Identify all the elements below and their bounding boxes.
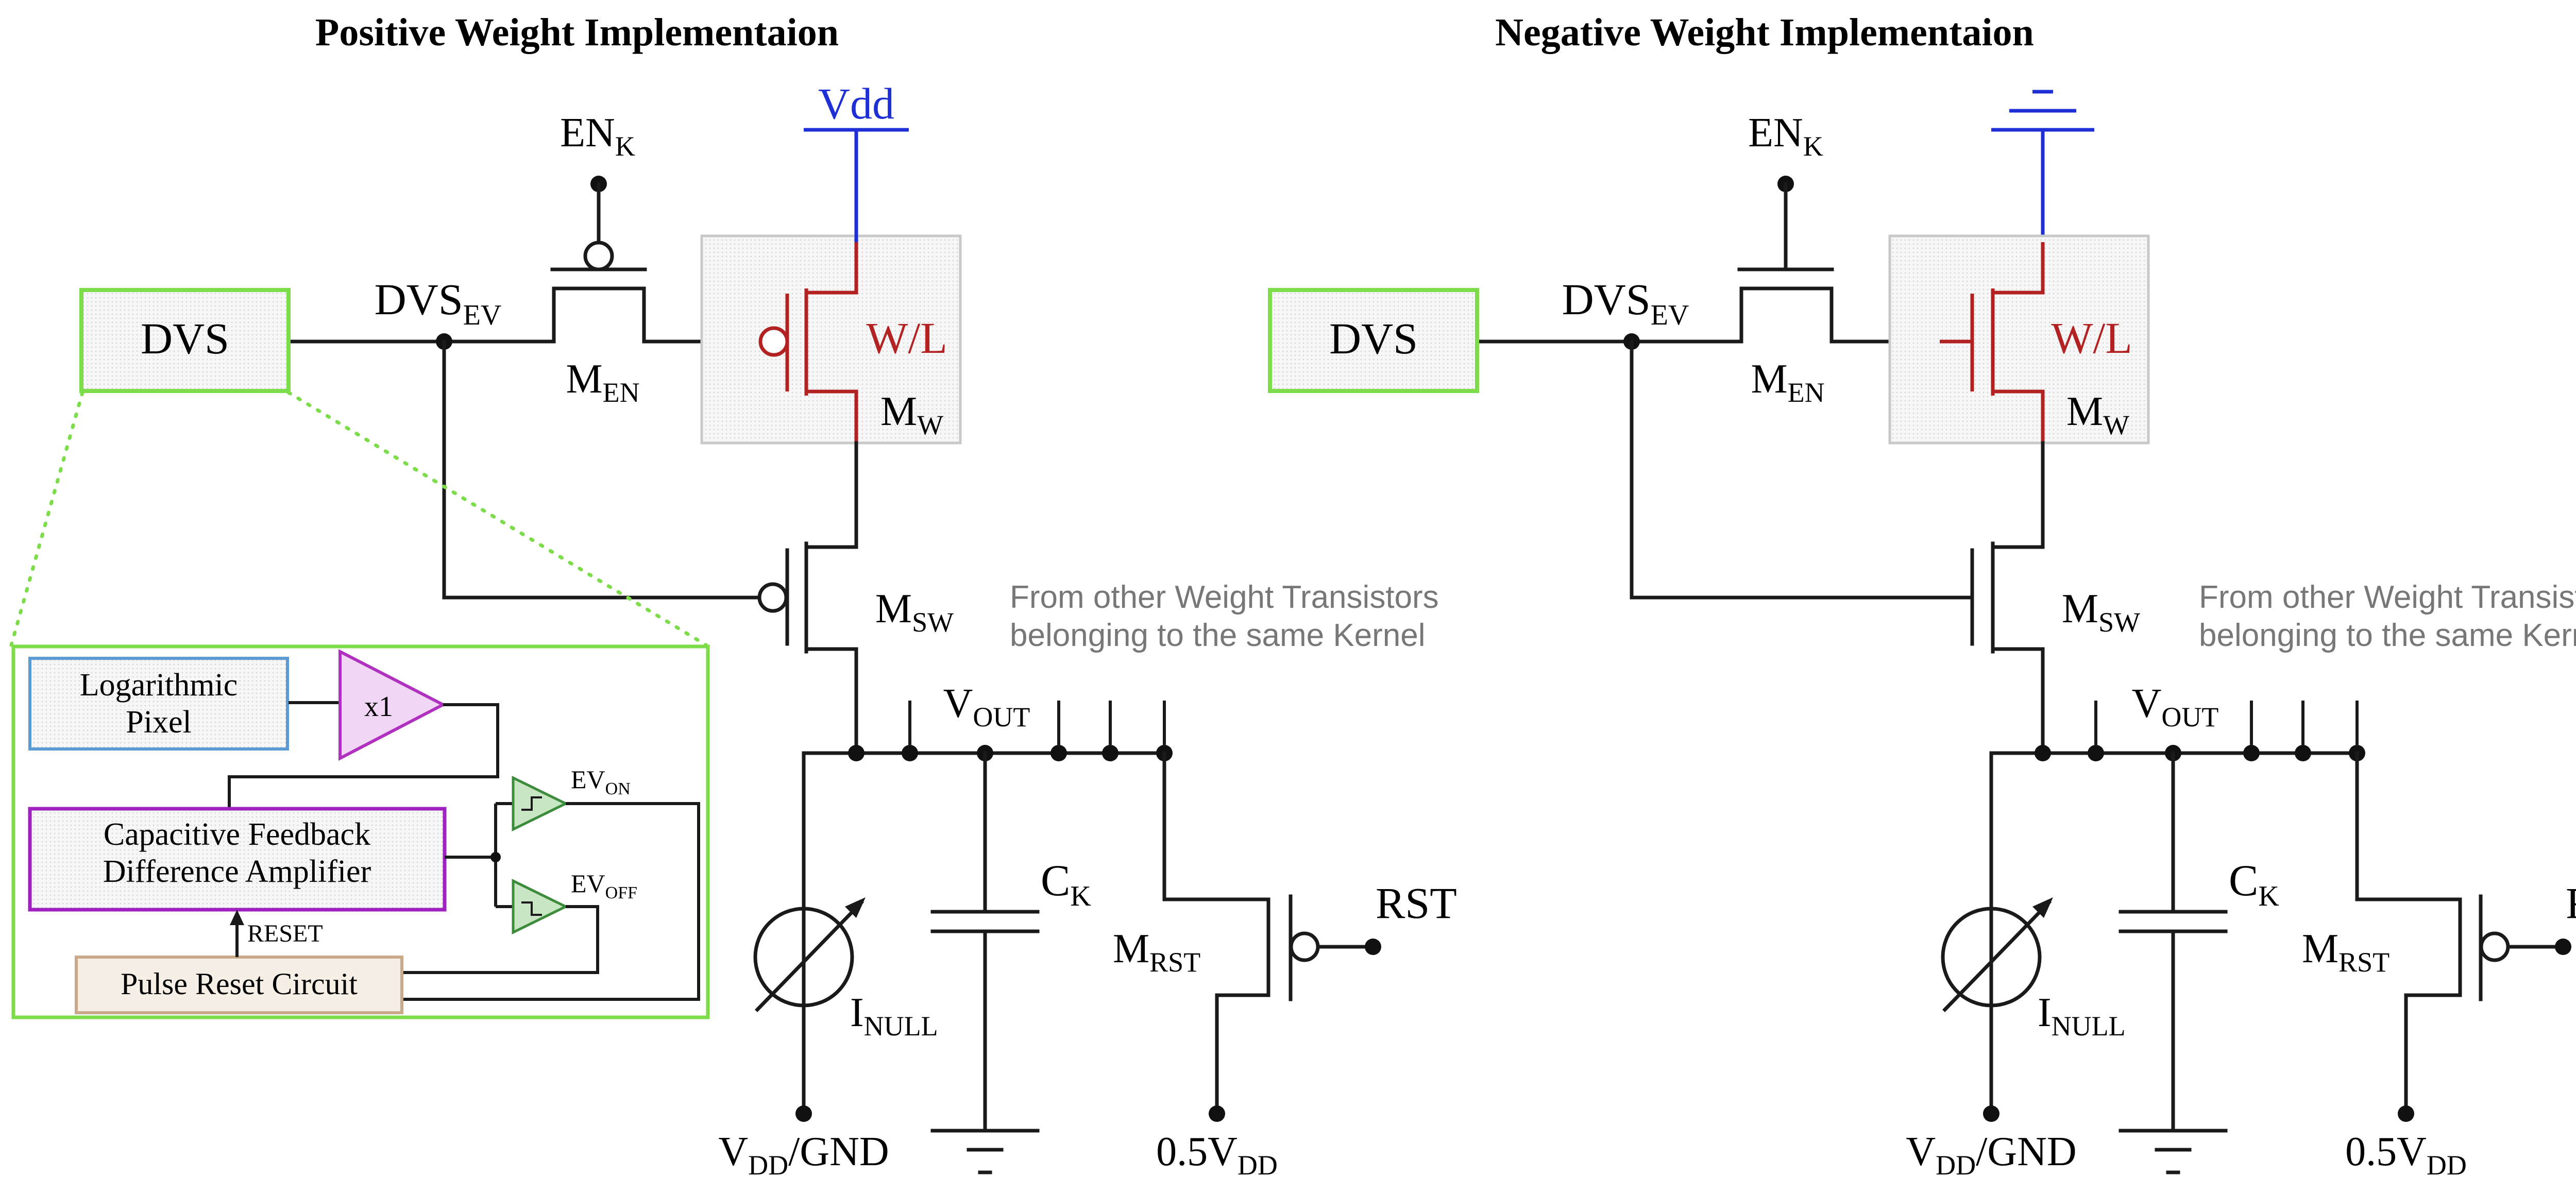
positive-circuit: Vdd ENK DVS DVSEV MEN W/L MW [79, 79, 1457, 1181]
unity-buffer [338, 649, 447, 761]
m-en-label-neg: MEN [1751, 356, 1824, 408]
m-sw-label: MSW [875, 586, 954, 638]
half-vdd-label: 0.5VDD [1156, 1129, 1278, 1181]
vdd-supply-label: Vdd [818, 79, 894, 128]
difference-amplifier-block [28, 807, 447, 912]
rst-label-neg: RST [2566, 878, 2576, 928]
vdd-gnd-label-neg: VDD/GND [1906, 1129, 2076, 1181]
from-other-note-line2: belonging to the same Kernel [1010, 618, 1426, 653]
pulse-reset-label: Pulse Reset Circuit [121, 967, 358, 1001]
c-k-label: CK [1041, 856, 1091, 912]
comparator-on [512, 775, 569, 832]
logarithmic-pixel-block [28, 657, 289, 751]
c-k-label-neg: CK [2229, 856, 2279, 912]
m-en-label: MEN [566, 356, 639, 408]
amp-label-2: Difference Amplifier [103, 854, 371, 889]
vout-label: VOUT [943, 681, 1030, 732]
weight-transistor-box [700, 234, 962, 445]
weight-transistor-box-neg [1888, 234, 2150, 445]
i-null-label: INULL [850, 990, 938, 1042]
half-vdd-label-neg: 0.5VDD [2345, 1129, 2467, 1181]
dvs-ev-label-neg: DVSEV [1562, 275, 1689, 331]
pulse-reset-block [75, 956, 403, 1014]
m-en-gate-bubble [583, 241, 614, 271]
dvs-block-label: DVS [141, 314, 229, 363]
en-k-label-neg: ENK [1748, 110, 1823, 162]
m-rst-label: MRST [1113, 926, 1200, 978]
from-other-note-line1: From other Weight Transistors [1010, 580, 1439, 615]
vdd-gnd-label: VDD/GND [718, 1129, 889, 1181]
from-other-note-line2-neg: belonging to the same Kernel [2199, 618, 2576, 653]
w-over-l-label: W/L [866, 313, 947, 363]
dvs-block-neg [1268, 288, 1479, 393]
reset-label: RESET [247, 920, 323, 947]
m-w-label: MW [880, 389, 943, 440]
vout-label-neg: VOUT [2132, 681, 2219, 732]
ev-on-label: EVON [571, 765, 631, 798]
dvs-detail-inset: Logarithmic Pixel x1 Capacitive Feedback… [9, 390, 710, 1019]
w-over-l-label-neg: W/L [2051, 313, 2132, 363]
title-positive: Positive Weight Implementaion [315, 11, 839, 54]
log-pixel-label-1: Logarithmic [80, 668, 238, 703]
en-k-label: ENK [560, 110, 635, 162]
negative-circuit: ENK DVS DVSEV MEN W/L MW MSW From other … [1268, 90, 2576, 1181]
rst-label: RST [1376, 878, 1457, 928]
amp-label-1: Capacitive Feedback [104, 817, 370, 852]
buffer-label: x1 [364, 691, 393, 723]
m-w-label-neg: MW [2066, 389, 2129, 440]
comparator-off [512, 878, 569, 935]
dvs-block-label-neg: DVS [1329, 314, 1418, 363]
ev-off-label: EVOFF [571, 869, 637, 902]
m-sw-label-neg: MSW [2062, 586, 2140, 638]
dvs-block [79, 288, 291, 393]
dvs-ev-label: DVSEV [375, 275, 502, 331]
i-null-label-neg: INULL [2038, 990, 2126, 1042]
log-pixel-label-2: Pixel [126, 705, 191, 740]
from-other-note-line1-neg: From other Weight Transistors [2199, 580, 2576, 615]
title-negative: Negative Weight Implementaion [1495, 11, 2034, 54]
m-rst-label-neg: MRST [2302, 926, 2389, 978]
